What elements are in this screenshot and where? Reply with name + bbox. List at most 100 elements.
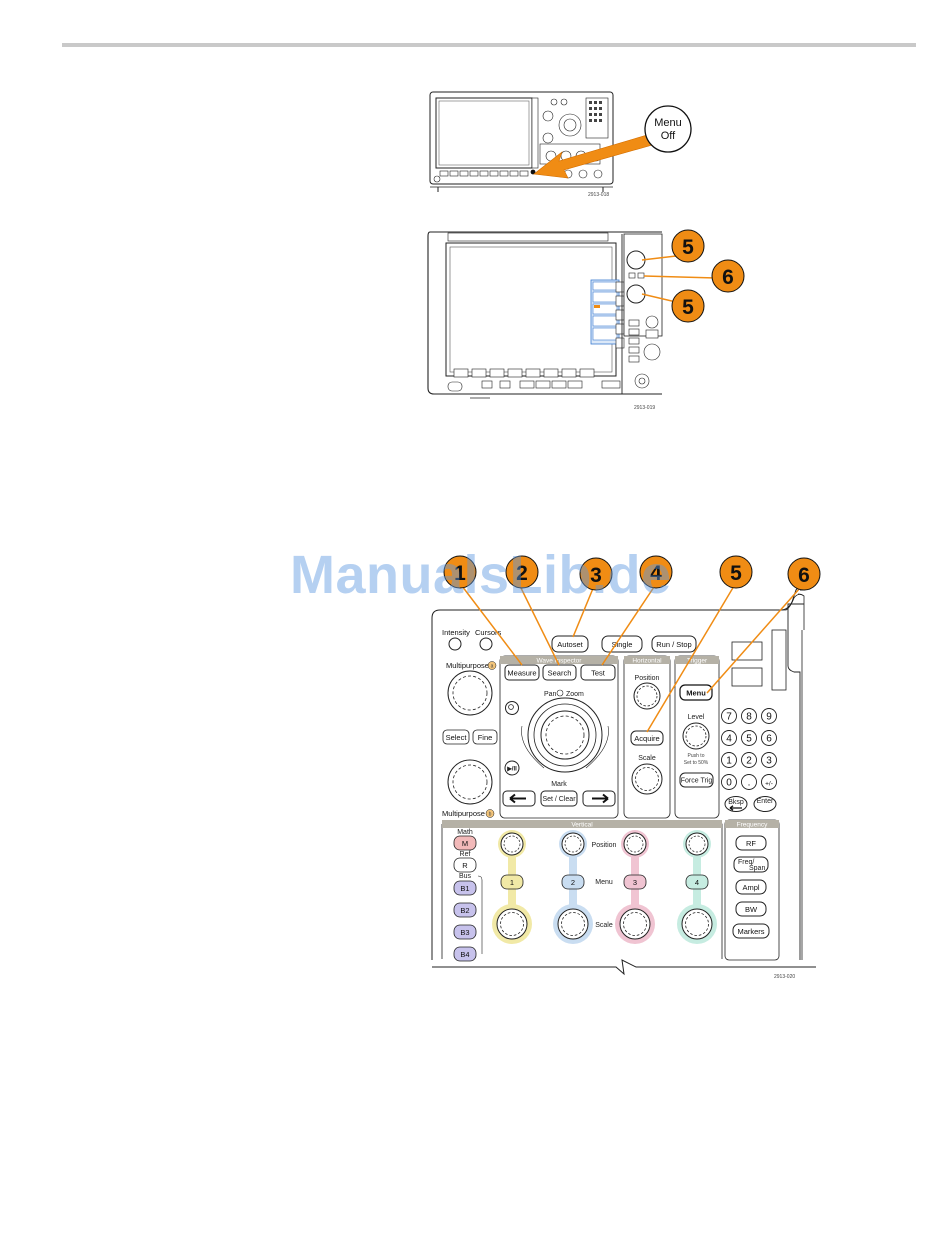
channel-2-button[interactable] xyxy=(561,874,585,890)
search-button[interactable] xyxy=(542,664,577,681)
channel-4-position-knob[interactable] xyxy=(685,832,709,856)
enter-label: Enter xyxy=(757,798,774,805)
play-pause-button[interactable] xyxy=(504,760,520,776)
menu-off-label-line1: Menu xyxy=(654,117,682,129)
channel-4-label: 4 xyxy=(695,878,699,887)
math-button-label: M xyxy=(462,839,468,848)
freq-span-button[interactable] xyxy=(733,856,769,873)
menu-off-label-line2: Off xyxy=(661,130,676,142)
vertical-position-label: Position xyxy=(592,842,617,849)
side-panel-slot-upper xyxy=(731,641,763,661)
horizontal-position-knob[interactable] xyxy=(633,682,661,710)
channel-2-controls: 2 xyxy=(553,830,593,944)
test-button[interactable] xyxy=(580,664,616,681)
callout-6: 6 xyxy=(711,259,745,293)
channel-3-controls: 3 xyxy=(615,830,655,944)
keypad-key-6[interactable]: 6 xyxy=(761,730,777,746)
callout-2: 2 xyxy=(505,555,539,589)
zoom-label: Zoom xyxy=(566,691,584,698)
run-stop-button[interactable] xyxy=(651,635,697,653)
bus-button-label: B3 xyxy=(460,928,469,937)
callout-6: 6 xyxy=(787,557,821,591)
cursors-button[interactable] xyxy=(479,637,493,651)
channel-3-button[interactable] xyxy=(623,874,647,890)
channel-2-scale-knob[interactable] xyxy=(557,908,589,940)
multipurpose-b-badge: b xyxy=(489,812,492,818)
bw-button[interactable] xyxy=(735,901,767,917)
bus-b1-button[interactable] xyxy=(453,880,477,896)
channel-3-scale-knob[interactable] xyxy=(619,908,651,940)
set-clear-button[interactable] xyxy=(540,790,578,807)
fine-button[interactable] xyxy=(472,729,498,745)
keypad-key-label: 9 xyxy=(766,711,772,722)
keypad-key-3[interactable]: 3 xyxy=(761,752,777,768)
set-clear-label: Set / Clear xyxy=(542,796,576,803)
channel-4-scale-knob[interactable] xyxy=(681,908,713,940)
channel-1-scale-knob[interactable] xyxy=(496,908,528,940)
horizontal-position-label: Position xyxy=(635,675,660,682)
select-label: Select xyxy=(446,733,468,742)
enter-button[interactable]: Enter xyxy=(753,796,777,812)
keypad-key-label: 8 xyxy=(746,711,752,722)
select-button[interactable] xyxy=(442,729,470,745)
channel-3-position-knob[interactable] xyxy=(623,832,647,856)
keypad-key-8[interactable]: 8 xyxy=(741,708,757,724)
run-stop-label: Run / Stop xyxy=(656,640,691,649)
keypad-key-label: +/- xyxy=(765,780,773,787)
zoom-icon xyxy=(556,689,564,697)
trigger-header: Trigger xyxy=(687,658,708,665)
ref-button[interactable] xyxy=(453,857,477,873)
markers-button[interactable] xyxy=(732,923,770,939)
keypad-key-4[interactable]: 4 xyxy=(721,730,737,746)
bw-label: BW xyxy=(745,905,758,914)
channel-1-position-knob[interactable] xyxy=(500,832,524,856)
zoom-button[interactable] xyxy=(505,701,519,715)
backspace-button[interactable]: Bksp xyxy=(724,796,748,812)
channel-4-button[interactable] xyxy=(685,874,709,890)
keypad-key-0[interactable]: 0 xyxy=(721,774,737,790)
bus-b4-button[interactable] xyxy=(453,946,477,962)
rf-button[interactable] xyxy=(735,835,767,851)
menu-off-button-callout xyxy=(644,105,692,153)
fine-label: Fine xyxy=(478,733,493,742)
channel-2-position-knob[interactable] xyxy=(561,832,585,856)
keypad-key-5[interactable]: 5 xyxy=(741,730,757,746)
search-label: Search xyxy=(548,669,572,678)
channel-1-controls: 1 xyxy=(492,830,532,944)
ampl-button[interactable] xyxy=(735,879,767,895)
trigger-level-knob[interactable] xyxy=(682,722,710,750)
multipurpose-a-knob[interactable] xyxy=(447,670,493,716)
bus-b3-button[interactable] xyxy=(453,924,477,940)
horizontal-scale-knob[interactable] xyxy=(631,763,663,795)
keypad-key-plus-minus[interactable]: +/- xyxy=(761,774,777,790)
channel-1-label: 1 xyxy=(510,878,514,887)
keypad-key-7[interactable]: 7 xyxy=(721,708,737,724)
keypad-key-dot[interactable]: . xyxy=(741,774,757,790)
force-trig-button[interactable] xyxy=(679,772,714,788)
keypad-key-1[interactable]: 1 xyxy=(721,752,737,768)
bus-b2-button[interactable] xyxy=(453,902,477,918)
push-to-label-line2: Set to 50% xyxy=(684,760,709,766)
multipurpose-b-knob[interactable] xyxy=(447,759,493,805)
math-button[interactable] xyxy=(453,835,477,851)
keypad-key-label: . xyxy=(748,777,751,788)
trigger-level-label: Level xyxy=(688,714,705,721)
push-to-label-line1: Push to xyxy=(688,753,705,759)
trigger-menu-button[interactable] xyxy=(679,684,713,701)
freq-span-label-line1: Freq/ xyxy=(738,859,754,866)
single-label: Single xyxy=(612,640,633,649)
magnifier-icon xyxy=(508,704,514,710)
channel-2-label: 2 xyxy=(571,878,575,887)
keypad-key-9[interactable]: 9 xyxy=(761,708,777,724)
intensity-button[interactable] xyxy=(448,637,462,651)
channel-3-label: 3 xyxy=(633,878,637,887)
watermark: ManualsLib.de xyxy=(290,545,672,605)
pan-zoom-knob[interactable] xyxy=(527,697,603,773)
keypad-key-2[interactable]: 2 xyxy=(741,752,757,768)
callout-5-bottom-number: 5 xyxy=(682,296,694,319)
backspace-arrow-icon xyxy=(729,805,742,811)
channel-1-button[interactable] xyxy=(500,874,524,890)
autoset-label: Autoset xyxy=(557,640,583,649)
autoset-button[interactable] xyxy=(551,635,589,653)
